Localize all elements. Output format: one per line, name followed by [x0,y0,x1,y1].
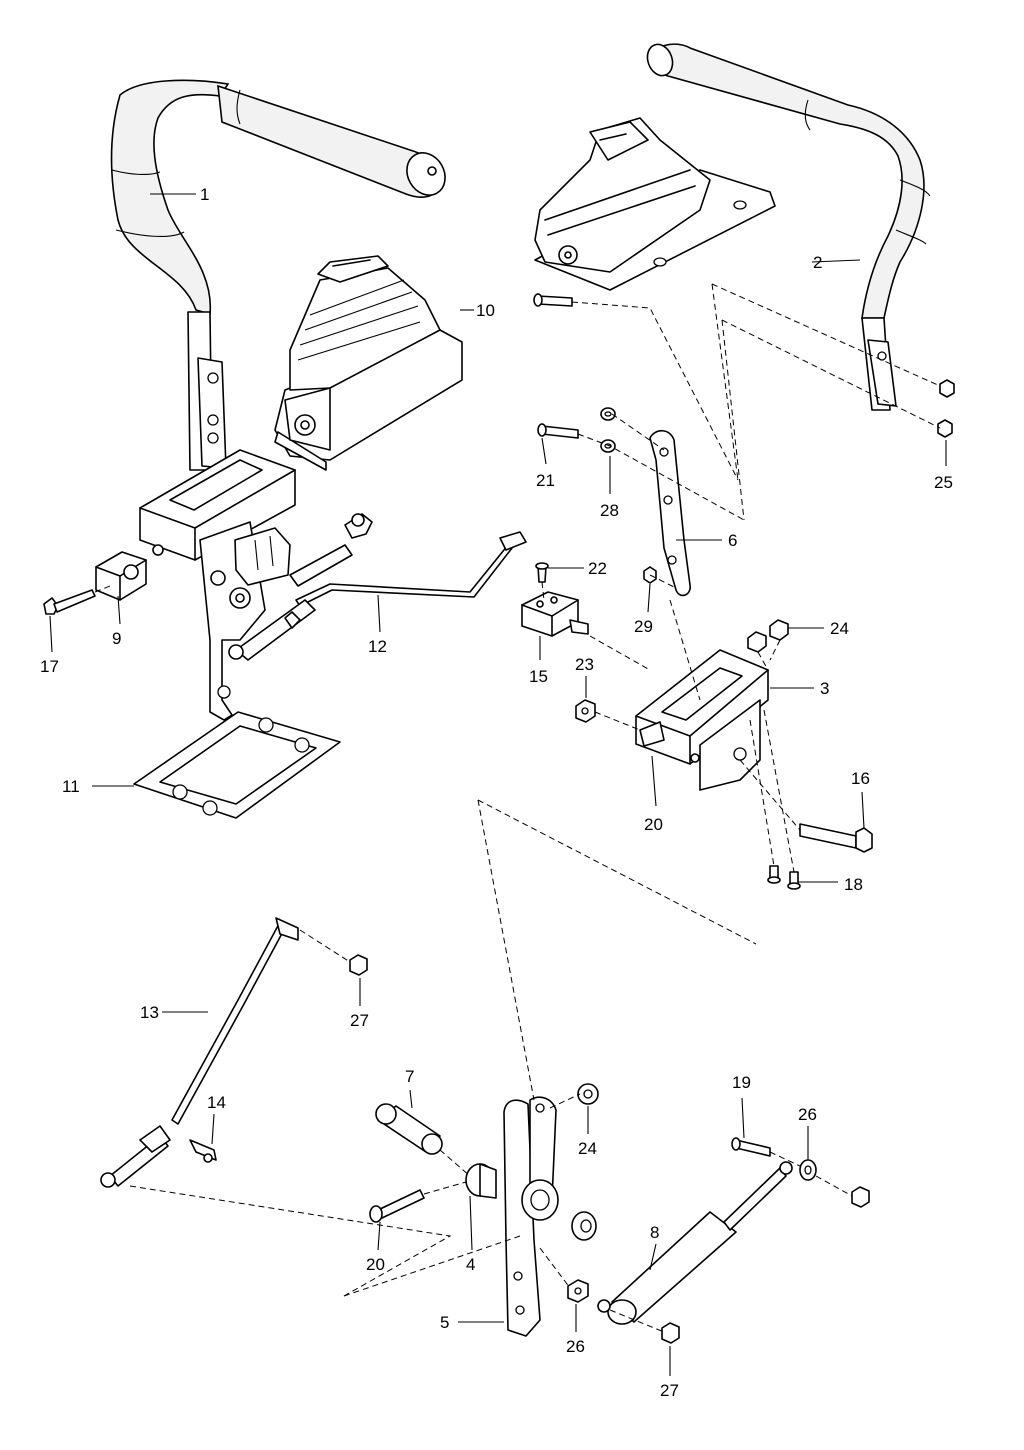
part-6-link-plate [649,429,691,597]
part-21-bolts [533,293,579,439]
callout-16: 16 [851,769,870,788]
leader-lines [49,193,947,1376]
part-28-washers [600,407,616,453]
part-23-nut [575,699,596,723]
callout-9: 9 [112,629,121,648]
callout-22: 22 [588,559,607,578]
callout-5: 5 [440,1313,449,1332]
part-8-gas-spring [597,1161,793,1325]
part-26-nut-lower [567,1279,589,1303]
part-19-bolt [731,1137,771,1157]
part-25-nuts [937,379,955,438]
callout-21: 21 [536,471,555,490]
part-7-sleeve [375,1103,443,1155]
callout-20-upper: 20 [644,815,663,834]
part-24-nuts-upper [747,619,789,653]
callout-2: 2 [813,253,822,272]
callout-26-upper: 26 [798,1105,817,1124]
callout-18: 18 [844,875,863,894]
callout-13: 13 [140,1003,159,1022]
callout-23: 23 [575,655,594,674]
callout-8: 8 [650,1223,659,1242]
part-14-clip [189,1139,217,1163]
callout-27-upper: 27 [350,1011,369,1030]
left-lever-bracket-assembly [139,449,296,721]
callout-6: 6 [728,531,737,550]
part-10-left-boot [274,255,463,471]
part-20-bolt-lower [369,1189,425,1223]
callout-labels: 1 2 10 21 28 25 6 22 29 24 9 12 17 23 15… [40,185,953,1400]
callout-19: 19 [732,1073,751,1092]
callout-1: 1 [200,185,209,204]
callout-24-lower: 24 [578,1139,597,1158]
part-22-screw [535,562,549,583]
part-27-nut-lower [661,1322,680,1344]
callout-25: 25 [934,473,953,492]
callout-10: 10 [476,301,495,320]
part-24-nut-lower [577,1083,599,1105]
part-9-clamp-block [95,551,147,601]
callout-4: 4 [466,1255,475,1274]
part-16-bolt [799,823,873,853]
callout-29: 29 [634,617,653,636]
part-26-washer-upper [799,1159,817,1181]
callout-26-lower: 26 [566,1337,585,1356]
callout-20-lower: 20 [366,1255,385,1274]
nut-lower-right [851,1186,870,1208]
part-2-right-control-lever [646,43,931,411]
part-11-gasket [133,711,341,819]
callout-3: 3 [820,679,829,698]
callout-14: 14 [207,1093,226,1112]
part-18-screws [767,865,801,890]
callout-27-lower: 27 [660,1381,679,1400]
part-15-switch [521,591,589,637]
part-17-bolt [43,585,111,615]
right-boot-assembly [534,117,776,291]
part-27-nut-upper [349,954,368,976]
dashed-assembly-lines [129,283,941,1333]
callout-7: 7 [405,1067,414,1086]
part-1-left-control-lever [110,79,446,471]
part-13-rod [100,917,299,1188]
callout-17: 17 [40,657,59,676]
callout-24-upper: 24 [830,619,849,638]
callout-11: 11 [62,777,80,796]
callout-28: 28 [600,501,619,520]
callout-12: 12 [368,637,387,656]
part-5-pivot-arm [503,1096,597,1337]
callout-15: 15 [529,667,548,686]
part-12-control-rod [228,513,527,661]
part-4-bushing [465,1163,497,1199]
part-3-right-bracket [635,649,769,791]
